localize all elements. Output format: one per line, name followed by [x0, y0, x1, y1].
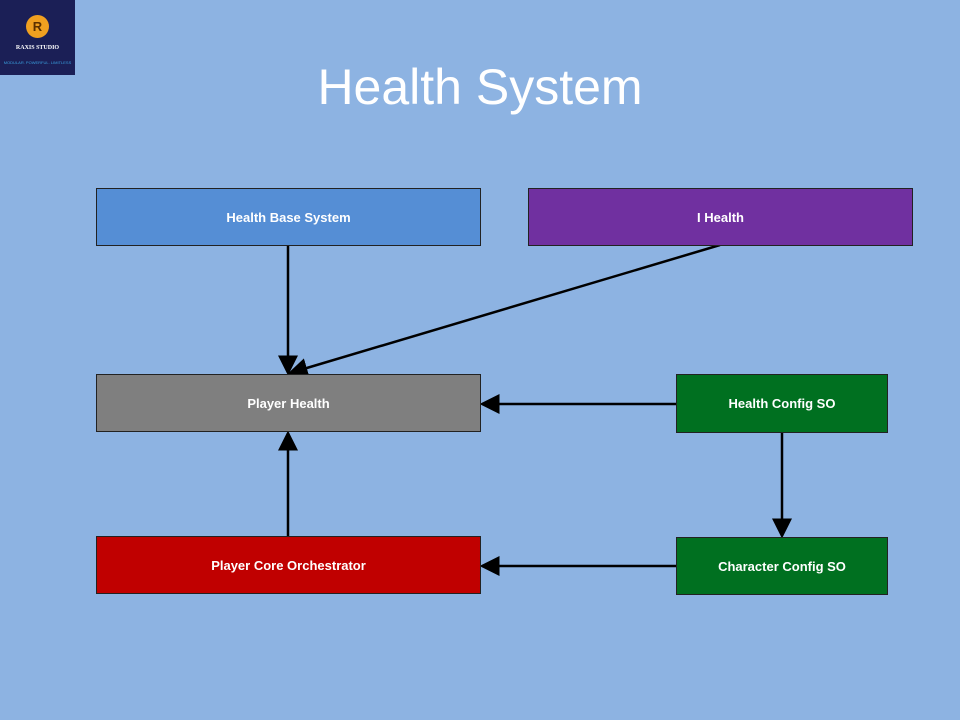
- node-i-health[interactable]: I Health: [528, 188, 913, 246]
- edge-ihealth-to-player-health: [287, 243, 721, 378]
- node-health-base-system[interactable]: Health Base System: [96, 188, 481, 246]
- logo-tagline: MODULAR. POWERFUL. LIMITLESS: [3, 60, 72, 65]
- node-character-config-so[interactable]: Character Config SO: [676, 537, 888, 595]
- node-player-health[interactable]: Player Health: [96, 374, 481, 432]
- node-player-core-orchestrator[interactable]: Player Core Orchestrator: [96, 536, 481, 594]
- logo-name: RAXIS STUDIO: [15, 45, 60, 51]
- node-health-config-so[interactable]: Health Config SO: [676, 374, 888, 433]
- logo-emblem-icon: R: [26, 15, 49, 38]
- raxis-studio-logo: R RAXIS STUDIO MODULAR. POWERFUL. LIMITL…: [0, 0, 75, 75]
- page-title: Health System: [317, 59, 643, 115]
